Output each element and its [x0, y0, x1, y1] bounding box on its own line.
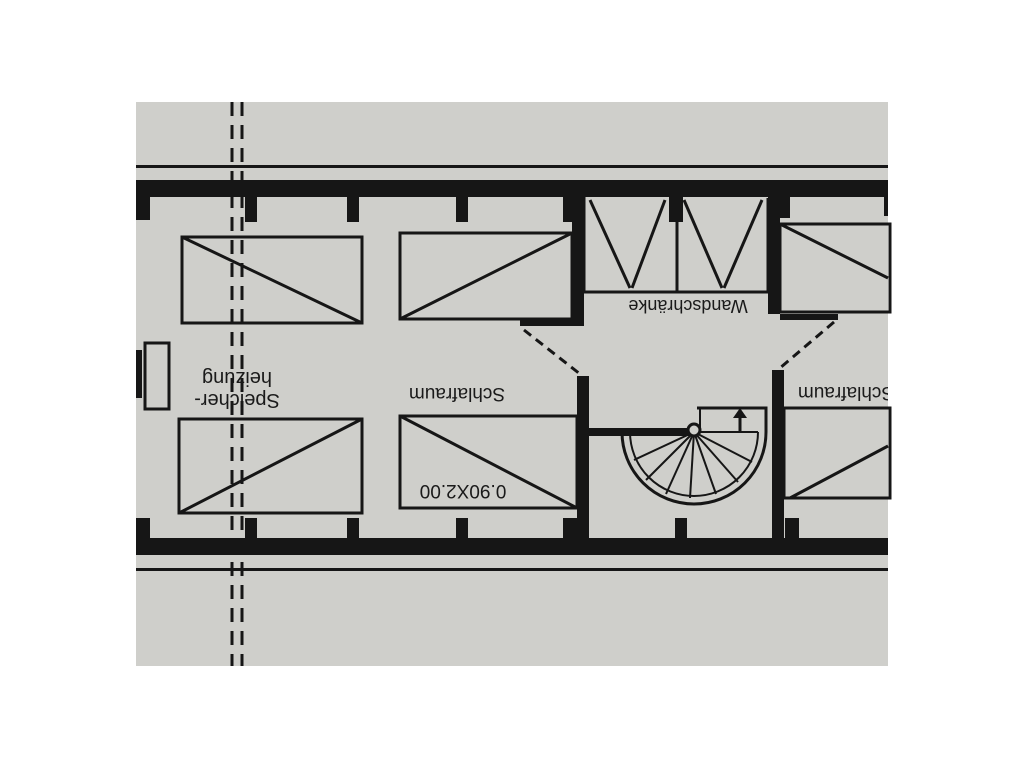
label-speicher-line2: heizung: [202, 367, 272, 389]
label-schlafraum-center: Schlafraum: [409, 383, 505, 404]
door-swings: [523, 320, 835, 376]
outer-walls: [136, 165, 888, 571]
spiral-staircase: [620, 406, 768, 506]
label-schlafraum-right: Schlafraum: [798, 382, 894, 403]
bed-bottom-left: [177, 417, 364, 515]
label-bed-dimension: 0.90X2.00: [420, 480, 507, 501]
bed-top-center: [398, 231, 574, 321]
bed-top-left: [180, 235, 364, 325]
label-wandschraenke: Wandschränke: [628, 296, 747, 316]
storage-heater: [136, 341, 171, 411]
wardrobes: [582, 196, 770, 294]
bed-top-right: [778, 222, 892, 314]
label-speicher-heizung: Speicher- heizung: [194, 367, 280, 411]
bed-bottom-center: [398, 414, 579, 510]
bed-bottom-right: [782, 406, 892, 500]
label-speicher-line1: Speicher-: [194, 389, 280, 411]
